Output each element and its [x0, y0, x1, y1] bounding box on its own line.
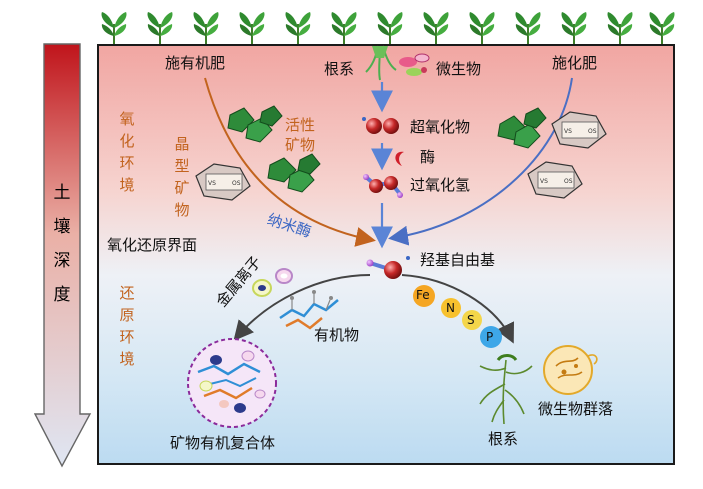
oxidizing-env-char-4: 境: [119, 176, 135, 194]
reducing-env-char-2: 原: [119, 306, 135, 324]
active-mineral-cluster-right: [497, 107, 547, 149]
roots-bottom-label: 根系: [488, 430, 519, 448]
element-fe: Fe: [416, 288, 430, 302]
svg-text:OS: OS: [564, 178, 573, 185]
hydrogen-peroxide-molecule: [363, 174, 403, 198]
crystalline-minerals-char-1: 晶: [174, 135, 190, 153]
crystalline-minerals-char-4: 物: [174, 201, 190, 219]
oxidizing-env-char-2: 化: [119, 132, 135, 150]
metal-ion-icons: [252, 268, 293, 297]
element-n: N: [446, 301, 455, 315]
element-s: S: [467, 313, 475, 327]
roots-bottom-icon: [479, 354, 533, 425]
oxidizing-env-char-3: 环: [119, 154, 135, 172]
soil-depth-arrow: [34, 43, 92, 468]
svg-text:OS: OS: [232, 180, 241, 187]
soil-depth-label-4: 度: [53, 285, 71, 305]
active-mineral-cluster-left: [227, 105, 321, 193]
microbial-community-icon: [543, 345, 598, 395]
roots-top-icon: [365, 45, 397, 81]
element-balls: [413, 285, 502, 348]
svg-text:VS: VS: [564, 128, 572, 135]
soil-depth-label-2: 壤: [53, 217, 71, 237]
redox-interface-label: 氧化还原界面: [107, 236, 198, 254]
enzyme-shape: [395, 151, 404, 166]
soil-depth-label-1: 土: [53, 183, 71, 203]
roots-top-label: 根系: [324, 60, 355, 78]
reducing-env-char-1: 还: [119, 284, 135, 302]
active-minerals-label-2: 矿物: [285, 136, 316, 154]
oxidizing-env-char-1: 氧: [119, 110, 135, 128]
crystalline-mineral-hex-right-2: VS OS: [527, 161, 583, 199]
crystalline-mineral-hex-left: VS OS: [195, 163, 251, 201]
reducing-env-char-4: 境: [119, 350, 135, 368]
hydroxyl-radical-label: 羟基自由基: [420, 251, 496, 269]
svg-text:VS: VS: [208, 180, 216, 187]
svg-text:VS: VS: [540, 178, 548, 185]
chemical-fertilizer-arrow: [388, 77, 573, 246]
microbes-top-label: 微生物: [436, 60, 482, 78]
mineral-organic-complex-icon: [187, 338, 277, 428]
hydroxyl-radical-molecule: [366, 256, 410, 279]
soil-depth-label-3: 深: [53, 251, 71, 271]
crystalline-minerals-char-2: 型: [174, 157, 190, 175]
svg-text:OS: OS: [588, 128, 597, 135]
organic-matter-molecule: [279, 290, 339, 330]
active-minerals-label-1: 活性: [285, 116, 316, 134]
enzyme-label: 酶: [420, 148, 436, 166]
organic-fertilizer-arrow: [204, 77, 376, 247]
mineral-organic-complex-label: 矿物有机复合体: [170, 434, 276, 452]
superoxide-molecule: [362, 117, 399, 134]
organic-matter-label: 有机物: [314, 326, 360, 344]
hydrogen-peroxide-label: 过氧化氢: [410, 176, 471, 194]
reducing-env-char-3: 环: [119, 328, 135, 346]
crystalline-minerals-char-3: 矿: [174, 179, 190, 197]
crystalline-mineral-hex-right-1: VS OS: [551, 111, 607, 149]
microbe-top-icon: [399, 53, 430, 76]
element-p: P: [486, 330, 494, 344]
superoxide-label: 超氧化物: [410, 118, 471, 136]
to-complex-arrow: [233, 274, 371, 342]
organic-fertilizer-label: 施有机肥: [165, 54, 226, 72]
chemical-fertilizer-label: 施化肥: [552, 54, 598, 72]
microbial-community-label: 微生物群落: [538, 400, 614, 418]
to-roots-arrow: [401, 274, 514, 344]
